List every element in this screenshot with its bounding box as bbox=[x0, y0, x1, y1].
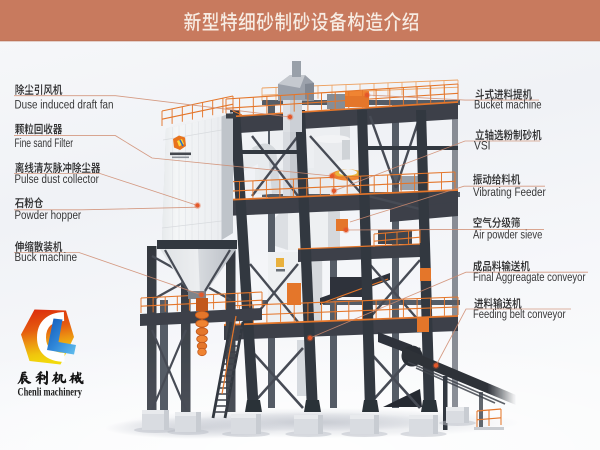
svg-text:Buck machine: Buck machine bbox=[15, 250, 78, 264]
svg-text:Powder hopper: Powder hopper bbox=[15, 208, 82, 222]
svg-text:Air powder sieve: Air powder sieve bbox=[473, 228, 542, 242]
svg-text:Fine sand Filter: Fine sand Filter bbox=[15, 136, 74, 150]
svg-text:Bucket machine: Bucket machine bbox=[474, 98, 542, 112]
svg-text:Duse induced draft fan: Duse induced draft fan bbox=[15, 97, 114, 111]
svg-text:Final Aggreagate conveyor: Final Aggreagate conveyor bbox=[473, 270, 586, 284]
svg-text:VSI: VSI bbox=[474, 138, 491, 152]
svg-text:Pulse dust collector: Pulse dust collector bbox=[15, 172, 99, 186]
svg-text:Chenli machinery: Chenli machinery bbox=[18, 385, 83, 399]
svg-text:Vibrating Feeder: Vibrating Feeder bbox=[473, 185, 546, 199]
svg-text:Feeding belt conveyor: Feeding belt conveyor bbox=[473, 307, 566, 321]
